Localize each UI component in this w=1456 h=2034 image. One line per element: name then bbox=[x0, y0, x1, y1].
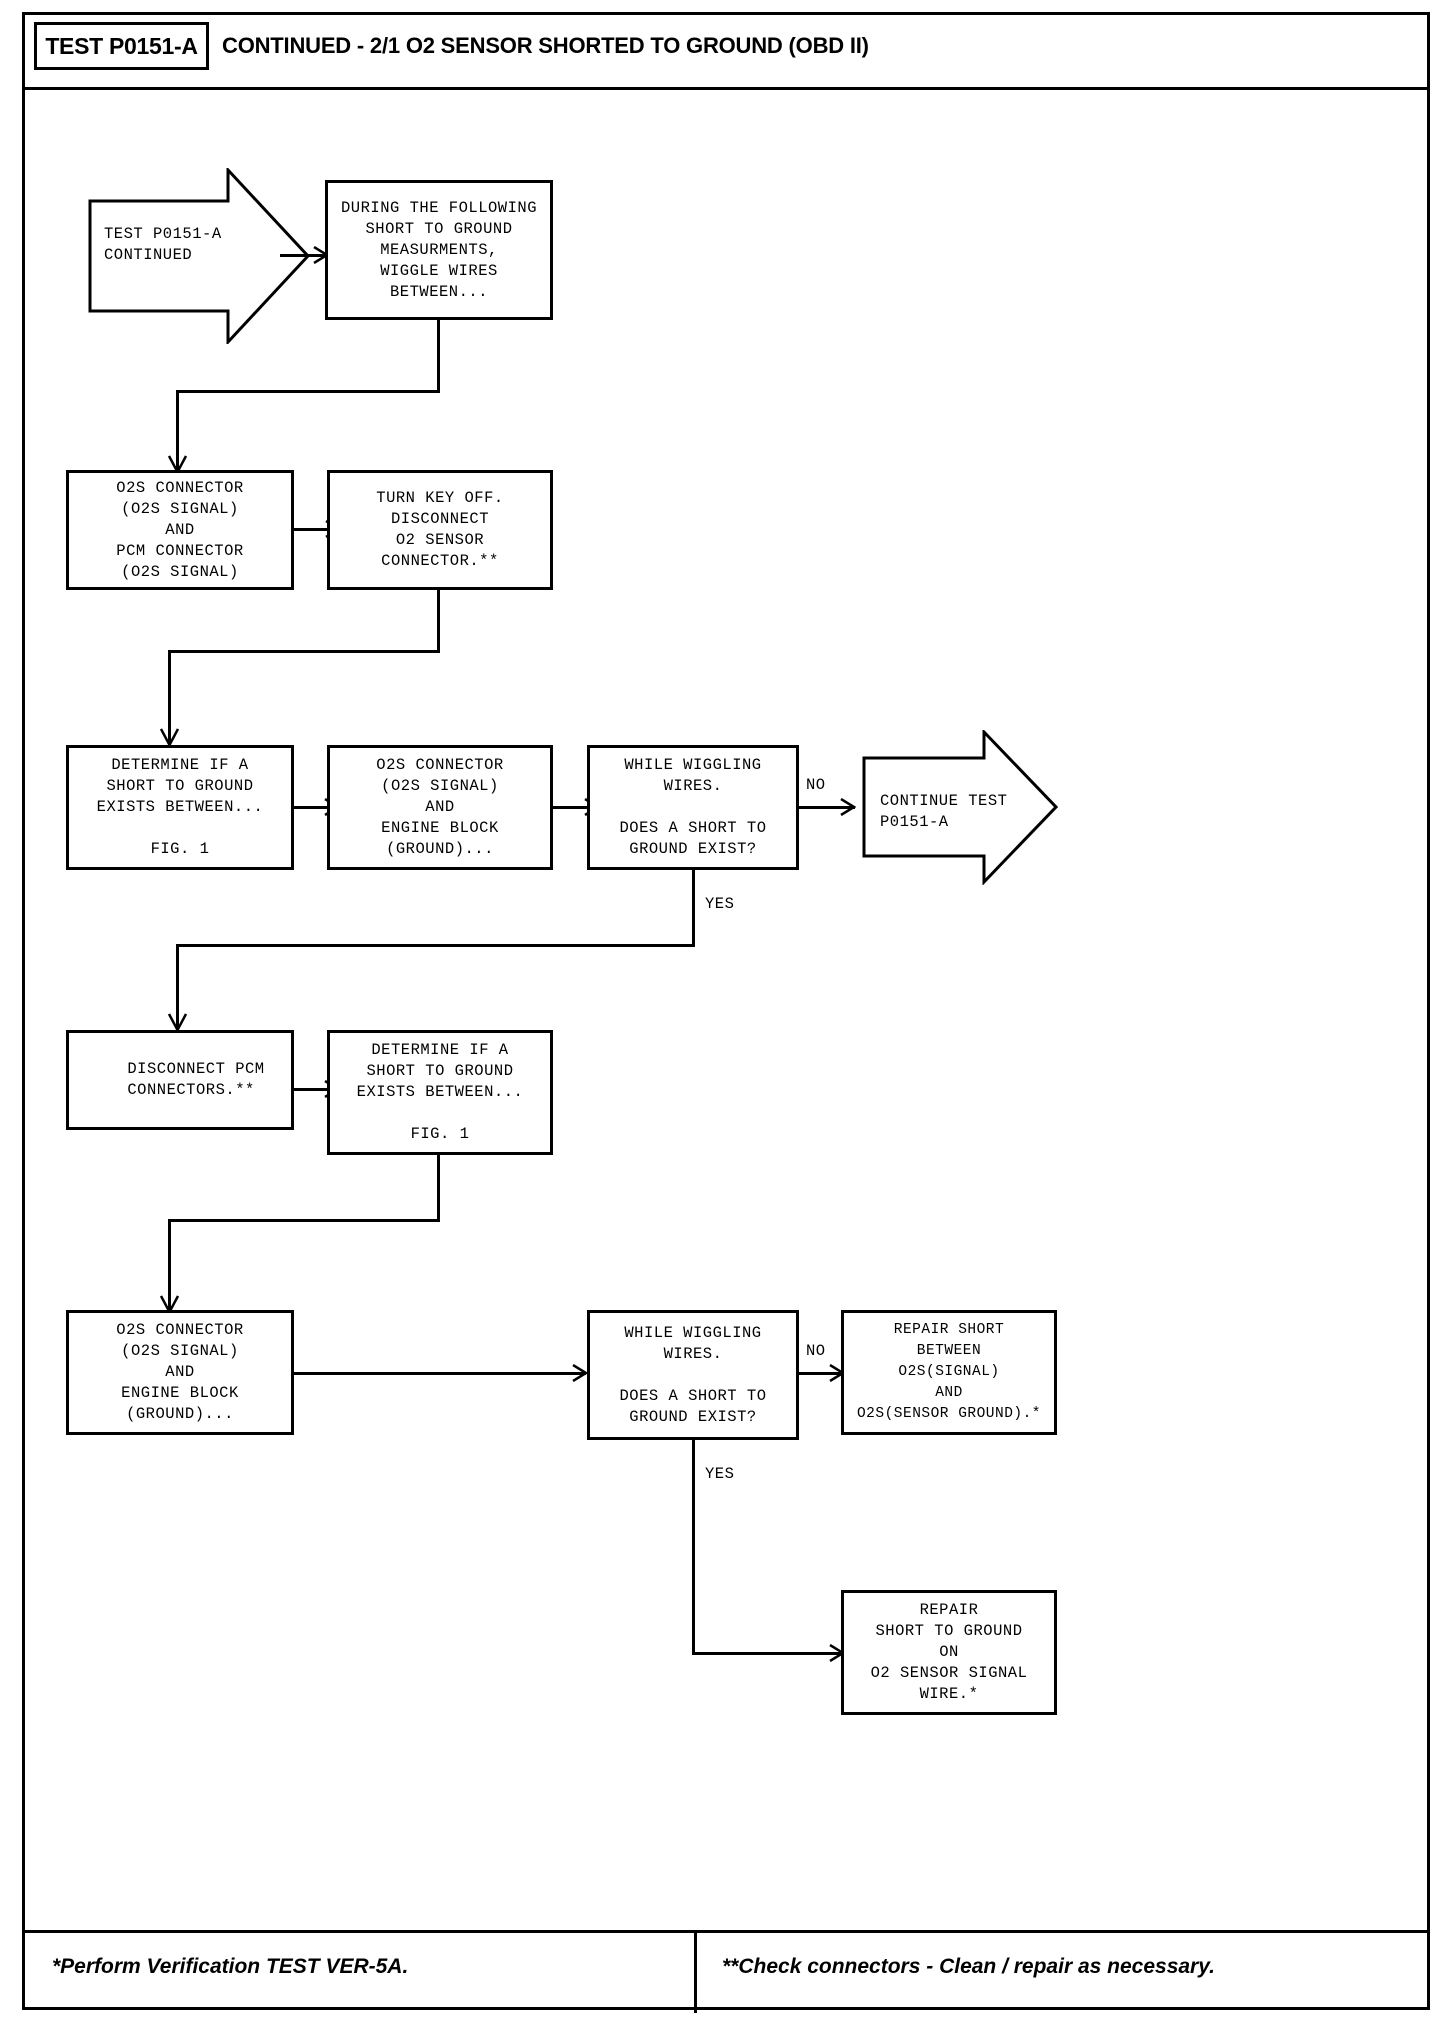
node-repair-short-ground-label: REPAIR SHORT TO GROUND ON O2 SENSOR SIGN… bbox=[870, 1601, 1028, 1703]
node-o2s-pcm-connector-label: O2S CONNECTOR (O2S SIGNAL) AND PCM CONNE… bbox=[116, 478, 244, 581]
edge-key-down2 bbox=[168, 650, 171, 743]
node-turn-key-off: TURN KEY OFF. DISCONNECT O2 SENSOR CONNE… bbox=[327, 470, 553, 590]
node-determine-short-1: DETERMINE IF A SHORT TO GROUND EXISTS BE… bbox=[66, 745, 294, 870]
edge-dec2-yes-down bbox=[692, 1440, 695, 1655]
header-test-code-box: TEST P0151-A bbox=[34, 22, 209, 70]
node-decision-2: WHILE WIGGLING WIRES. DOES A SHORT TO GR… bbox=[587, 1310, 799, 1440]
node-o2s-engine-block-2: O2S CONNECTOR (O2S SIGNAL) AND ENGINE BL… bbox=[66, 1310, 294, 1435]
continue-test-label: CONTINUE TEST P0151-A bbox=[880, 792, 1008, 831]
start-terminator-label: TEST P0151-A CONTINUED bbox=[104, 225, 222, 264]
node-disconnect-pcm: DISCONNECT PCM CONNECTORS.** bbox=[66, 1030, 294, 1130]
edge-key-left bbox=[168, 650, 440, 653]
edge-dec1-no bbox=[799, 806, 855, 809]
edge-o2spcm-to-key bbox=[294, 528, 337, 531]
node-decision-1: WHILE WIGGLING WIRES. DOES A SHORT TO GR… bbox=[587, 745, 799, 870]
header-test-code: TEST P0151-A bbox=[45, 32, 198, 59]
edge-blk1-to-dec1 bbox=[553, 806, 596, 809]
edge-label-yes-2: YES bbox=[705, 1465, 735, 1483]
node-decision-1-label: WHILE WIGGLING WIRES. DOES A SHORT TO GR… bbox=[619, 756, 767, 858]
edge-dec2-no bbox=[799, 1372, 843, 1375]
edge-label-no-1: NO bbox=[806, 776, 826, 794]
edge-dec1-yes-left bbox=[176, 944, 695, 947]
node-repair-short-between-label: REPAIR SHORT BETWEEN O2S(SIGNAL) AND O2S… bbox=[856, 1322, 1042, 1422]
node-disconnect-pcm-label: DISCONNECT PCM CONNECTORS.** bbox=[127, 1060, 265, 1099]
node-wiggle-intro: DURING THE FOLLOWING SHORT TO GROUND MEA… bbox=[325, 180, 553, 320]
edge-dec1-yes-down bbox=[692, 870, 695, 947]
edge-dec1-yes-down2 bbox=[176, 944, 179, 1028]
header-bar: TEST P0151-A CONTINUED - 2/1 O2 SENSOR S… bbox=[22, 12, 1430, 90]
edge-wiggle-down2 bbox=[176, 390, 179, 470]
edge-det2-left bbox=[168, 1219, 440, 1222]
arrowhead-icon bbox=[840, 797, 857, 821]
edge-wiggle-left bbox=[176, 390, 440, 393]
continue-test-terminator-shape: CONTINUE TEST P0151-A bbox=[862, 730, 1058, 885]
arrowhead-icon bbox=[572, 1363, 589, 1387]
footer-divider bbox=[694, 1933, 697, 2013]
node-wiggle-intro-label: DURING THE FOLLOWING SHORT TO GROUND MEA… bbox=[340, 198, 538, 301]
edge-wiggle-down bbox=[437, 320, 440, 393]
node-determine-short-1-label: DETERMINE IF A SHORT TO GROUND EXISTS BE… bbox=[96, 756, 264, 858]
edge-dec2-yes-right bbox=[692, 1652, 843, 1655]
node-o2s-engine-block-1: O2S CONNECTOR (O2S SIGNAL) AND ENGINE BL… bbox=[327, 745, 553, 870]
edge-start-to-wiggle bbox=[280, 254, 325, 257]
node-decision-2-label: WHILE WIGGLING WIRES. DOES A SHORT TO GR… bbox=[619, 1323, 767, 1426]
page-border bbox=[22, 12, 1430, 2010]
edge-label-no-2: NO bbox=[806, 1342, 826, 1360]
footer-right-note: **Check connectors - Clean / repair as n… bbox=[722, 1955, 1215, 1978]
edge-blk2-to-dec2 bbox=[294, 1372, 586, 1375]
edge-det2-down2 bbox=[168, 1219, 171, 1310]
node-o2s-pcm-connector: O2S CONNECTOR (O2S SIGNAL) AND PCM CONNE… bbox=[66, 470, 294, 590]
start-terminator-shape: TEST P0151-A CONTINUED bbox=[88, 168, 310, 344]
footer-bar: *Perform Verification TEST VER-5A. **Che… bbox=[22, 1930, 1430, 2013]
edge-label-yes-1: YES bbox=[705, 895, 735, 913]
node-determine-short-2-label: DETERMINE IF A SHORT TO GROUND EXISTS BE… bbox=[356, 1041, 524, 1143]
footer-left-note: *Perform Verification TEST VER-5A. bbox=[52, 1955, 409, 1978]
edge-discpcm-to-det2 bbox=[294, 1088, 336, 1091]
node-repair-short-ground: REPAIR SHORT TO GROUND ON O2 SENSOR SIGN… bbox=[841, 1590, 1057, 1715]
node-o2s-engine-block-2-label: O2S CONNECTOR (O2S SIGNAL) AND ENGINE BL… bbox=[116, 1321, 244, 1423]
edge-det1-to-blk1 bbox=[294, 806, 336, 809]
edge-det2-down bbox=[437, 1155, 440, 1222]
node-determine-short-2: DETERMINE IF A SHORT TO GROUND EXISTS BE… bbox=[327, 1030, 553, 1155]
node-repair-short-between: REPAIR SHORT BETWEEN O2S(SIGNAL) AND O2S… bbox=[841, 1310, 1057, 1435]
edge-key-down bbox=[437, 590, 440, 653]
page-title: CONTINUED - 2/1 O2 SENSOR SHORTED TO GRO… bbox=[222, 33, 869, 58]
node-turn-key-off-label: TURN KEY OFF. DISCONNECT O2 SENSOR CONNE… bbox=[376, 489, 504, 570]
header-title-wrap: CONTINUED - 2/1 O2 SENSOR SHORTED TO GRO… bbox=[222, 22, 869, 70]
node-o2s-engine-block-1-label: O2S CONNECTOR (O2S SIGNAL) AND ENGINE BL… bbox=[376, 756, 504, 858]
